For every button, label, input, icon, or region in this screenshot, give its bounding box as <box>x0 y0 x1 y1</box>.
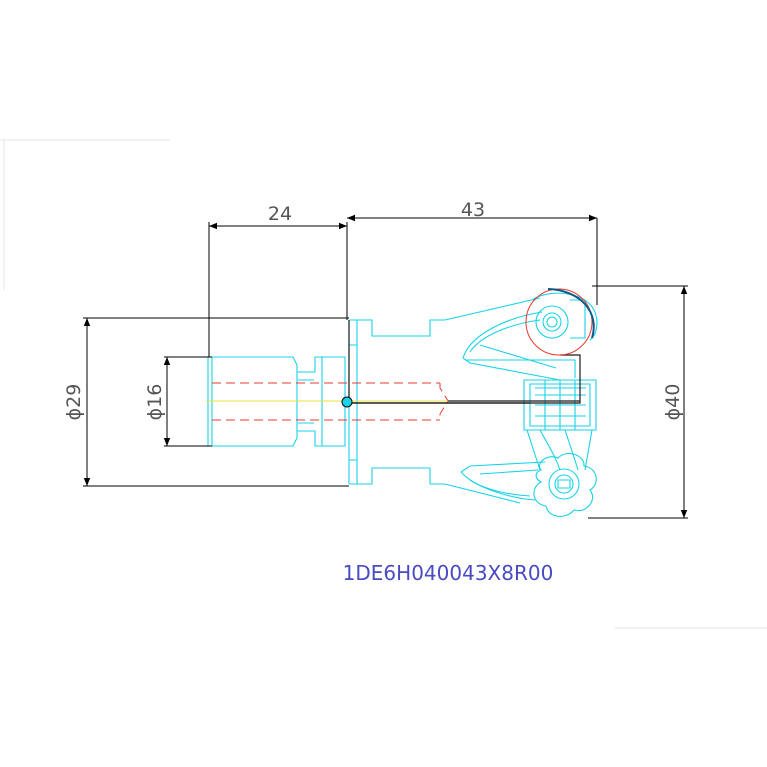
dimension-cutting-diameter-text: ϕ40 <box>662 384 684 421</box>
dimension-bore-diameter: ϕ16 <box>144 356 212 447</box>
dimension-shank-length: 24 <box>208 203 348 357</box>
dimension-overall-length: 43 <box>347 199 598 305</box>
cutting-envelope <box>348 320 581 404</box>
reference-circle <box>525 288 593 356</box>
reference-arc-dark <box>547 288 595 339</box>
dimension-overall-length-text: 43 <box>461 199 485 221</box>
dimension-cutting-diameter: ϕ40 <box>588 285 688 519</box>
upper-chip-pocket <box>462 311 576 381</box>
dimension-shank-diameter-text: ϕ29 <box>63 384 85 421</box>
center-insert <box>523 379 597 471</box>
origin-marker <box>341 396 353 408</box>
dimension-shank-length-text: 24 <box>268 203 292 225</box>
viewport-frame <box>0 139 767 629</box>
dimension-shank-diameter: ϕ29 <box>63 317 349 487</box>
part-code-label: 1DE6H040043X8R00 <box>343 561 554 585</box>
dimension-bore-diameter-text: ϕ16 <box>144 384 166 421</box>
lower-chip-pocket <box>460 461 546 501</box>
upper-insert-screw <box>531 292 598 341</box>
tool-body <box>207 292 598 517</box>
lower-insert-screw <box>533 452 597 517</box>
